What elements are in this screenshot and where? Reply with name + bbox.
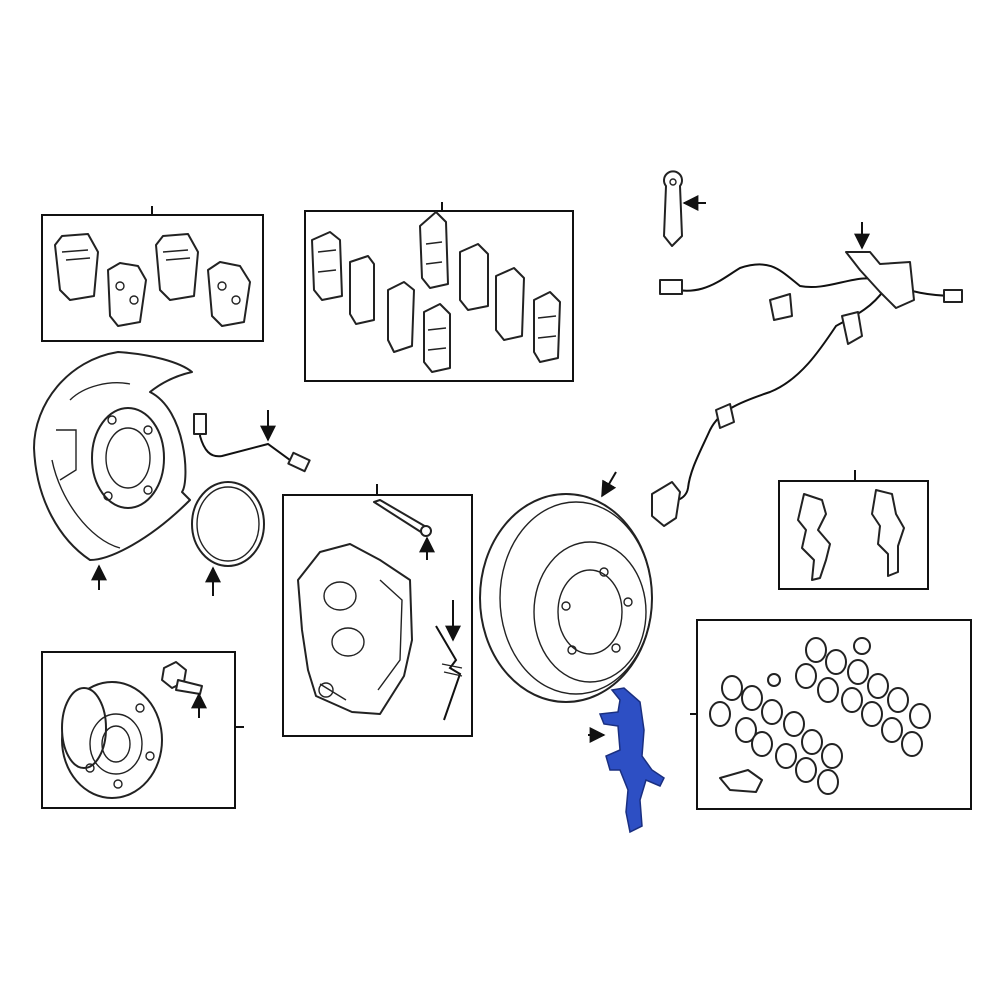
hub-icon xyxy=(61,681,163,799)
part-4-o-ring[interactable] xyxy=(191,481,265,596)
part-1-brake-rotor[interactable] xyxy=(479,471,653,703)
box-2 xyxy=(41,651,236,809)
group-11-pad-shims[interactable] xyxy=(304,202,574,382)
group-2-hub-bearing[interactable] xyxy=(41,651,244,809)
bracket-icon xyxy=(663,170,683,247)
bolt-icon xyxy=(161,661,203,695)
part-5-dust-shield[interactable] xyxy=(33,351,193,590)
o-ring-icon xyxy=(191,481,265,567)
seal-rings-icon xyxy=(709,637,931,795)
part-14-brake-hose[interactable] xyxy=(193,410,311,473)
shim-icon xyxy=(311,211,561,373)
part-16-sensor-bracket[interactable] xyxy=(663,170,706,247)
part-15-abs-sensor[interactable] xyxy=(651,222,963,527)
clip-icon xyxy=(797,489,905,581)
group-9-seal-kit[interactable] xyxy=(690,619,972,810)
hose-icon xyxy=(193,413,311,473)
box-12 xyxy=(778,480,929,590)
spring-highlight-icon xyxy=(598,687,665,834)
caliper-icon xyxy=(297,543,413,715)
part-13-anti-rattle-spring[interactable] xyxy=(588,687,665,834)
group-10-brake-pads[interactable] xyxy=(41,206,264,342)
group-12-clips[interactable] xyxy=(778,470,929,590)
shield-icon xyxy=(33,351,193,561)
spring-icon xyxy=(435,625,463,721)
pin-icon xyxy=(373,499,432,537)
pad-icon xyxy=(54,233,251,327)
rotor-icon xyxy=(479,493,653,703)
group-6-caliper[interactable] xyxy=(282,484,473,737)
box-11 xyxy=(304,210,574,382)
sensor-wire-icon xyxy=(651,251,963,527)
